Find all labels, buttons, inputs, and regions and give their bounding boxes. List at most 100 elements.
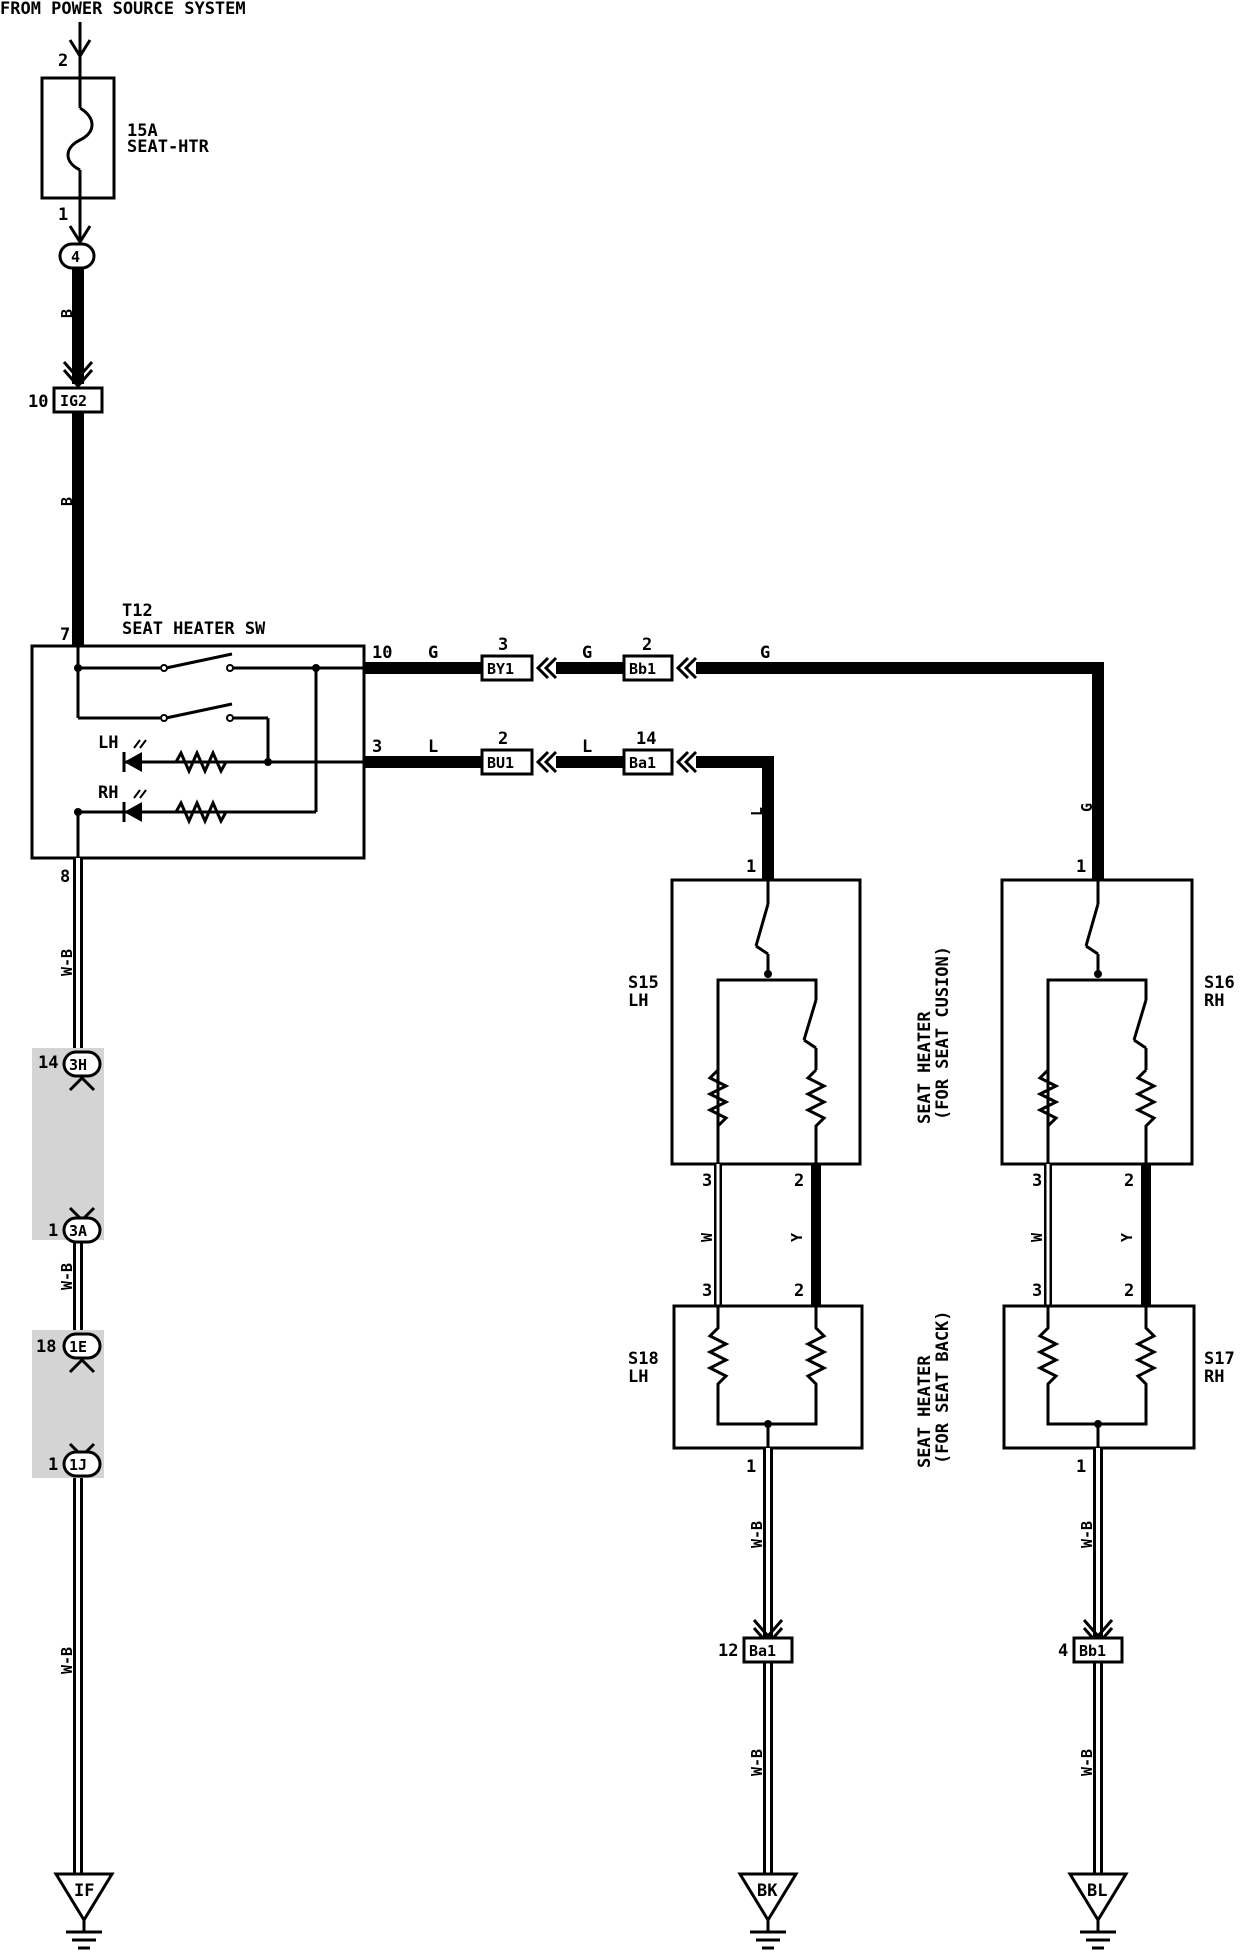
wire-g-label-3: G <box>760 643 770 663</box>
ba1-top-arrow-icon <box>675 750 698 774</box>
wire-wb-lh-label-1: W-B <box>748 1521 766 1548</box>
3h-arrow-icon <box>68 1075 96 1092</box>
switch-contact-4 <box>226 714 234 722</box>
bu1-pin: 2 <box>498 729 508 749</box>
wire-l-label-1: L <box>428 737 438 757</box>
wire-y-lh-label: Y <box>788 1233 806 1242</box>
power-source-label: FROM POWER SOURCE SYSTEM <box>0 0 246 19</box>
s16-internals <box>1036 880 1158 1164</box>
switch-blade-1-icon <box>165 652 233 670</box>
ig2-arrow-icon-2 <box>62 369 94 389</box>
wire-wb-rh-label-1: W-B <box>1078 1521 1096 1548</box>
s18-pin-2: 2 <box>794 1281 804 1301</box>
s16-code: S16 <box>1204 973 1235 993</box>
connector-4-label: 4 <box>71 248 80 266</box>
ig2-pin: 10 <box>28 392 48 412</box>
wire-w-lh-label: W <box>698 1232 716 1242</box>
fuse-pin-out: 1 <box>58 205 68 225</box>
ig2-arrow-icon <box>62 361 94 381</box>
s16-side: RH <box>1204 991 1224 1011</box>
connector-bb1-top <box>622 654 674 682</box>
connector-3a-label: 3A <box>69 1222 87 1240</box>
ground-bk-label: BK <box>757 1881 778 1901</box>
s18-pin-3: 3 <box>702 1281 712 1301</box>
bb1-top-arrow-icon <box>675 656 698 680</box>
s15-pin-1: 1 <box>746 857 756 877</box>
wire-l-label-3: L <box>748 807 766 816</box>
wire-wb-label-1: W-B <box>58 949 76 976</box>
connector-bb1-bottom <box>1072 1636 1124 1664</box>
c1j-pin: 1 <box>48 1455 58 1475</box>
fuse-box <box>40 76 116 200</box>
switch-node-1 <box>74 664 82 672</box>
rh-indicator-led-icon <box>124 802 142 822</box>
connector-bu1-label: BU1 <box>487 754 514 772</box>
switch-pin-3: 3 <box>372 737 382 757</box>
ground-if <box>53 1872 115 1950</box>
s16-node <box>1094 970 1102 978</box>
switch-code: T12 <box>122 601 153 621</box>
bb1-bot-pin: 4 <box>1058 1641 1068 1661</box>
switch-rh-label: RH <box>98 783 118 803</box>
s18-side: LH <box>628 1367 648 1387</box>
switch-lh-label: LH <box>98 733 118 753</box>
back-label-1: SEAT HEATER <box>915 1355 935 1468</box>
connector-ba1-bottom-label: Ba1 <box>749 1642 776 1660</box>
c1e-pin: 18 <box>36 1337 56 1357</box>
switch-pin-8: 8 <box>60 867 70 887</box>
connector-bu1 <box>480 748 534 776</box>
connector-by1-label: BY1 <box>487 660 514 678</box>
connector-bb1-bottom-label: Bb1 <box>1079 1642 1106 1660</box>
rh-resistor-icon <box>174 799 228 825</box>
s17-pin-3: 3 <box>1032 1281 1042 1301</box>
rh-led-rays-icon <box>133 789 147 799</box>
switch-pin-7: 7 <box>60 625 70 645</box>
lh-resistor-icon <box>174 749 228 775</box>
ba1-bot-pin: 12 <box>718 1641 738 1661</box>
switch-name: SEAT HEATER SW <box>122 619 266 639</box>
ground-bl <box>1067 1872 1129 1950</box>
switch-blade-2-icon <box>165 702 233 720</box>
s18-node <box>764 1420 772 1428</box>
s17-side: RH <box>1204 1367 1224 1387</box>
bb1-top-pin: 2 <box>642 635 652 655</box>
connector-bb1-top-label: Bb1 <box>629 660 656 678</box>
wire-wb-lh-label-2: W-B <box>748 1749 766 1776</box>
connector-3h-label: 3H <box>69 1056 87 1074</box>
s15-side: LH <box>628 991 648 1011</box>
s18-code: S18 <box>628 1349 659 1369</box>
switch-contact-2 <box>226 664 234 672</box>
1e-arrow-icon <box>68 1357 96 1374</box>
ground-bk <box>737 1872 799 1950</box>
s16-pin-1: 1 <box>1076 857 1086 877</box>
c3h-pin: 14 <box>38 1053 58 1073</box>
s17-node <box>1094 1420 1102 1428</box>
lh-led-rays-icon <box>133 739 147 749</box>
switch-node-3 <box>264 758 272 766</box>
ground-bl-label: BL <box>1087 1881 1107 1901</box>
s15-internals <box>706 880 828 1164</box>
by1-pin: 3 <box>498 635 508 655</box>
junction-shade-1 <box>32 1048 104 1240</box>
wire-l-3 <box>696 756 774 880</box>
connector-ba1-top-label: Ba1 <box>629 754 656 772</box>
connector-by1 <box>480 654 534 682</box>
ground-if-label: IF <box>74 1881 94 1901</box>
connector-ba1-top <box>622 748 674 776</box>
ba1-top-pin: 14 <box>636 729 656 749</box>
connector-ig2 <box>52 386 104 414</box>
fuse-rating: 15A <box>127 121 158 141</box>
wire-g-3 <box>696 662 1104 880</box>
fuse-icon <box>66 106 94 172</box>
s16-pin-3: 3 <box>1032 1171 1042 1191</box>
s17-code: S17 <box>1204 1349 1235 1369</box>
wire-wb-label-3: W-B <box>58 1647 76 1674</box>
connector-ba1-bottom <box>742 1636 794 1664</box>
fuse-pin-in: 2 <box>58 51 68 71</box>
back-label-2: (FOR SEAT BACK) <box>933 1310 953 1464</box>
fuse-out-arrow-icon <box>68 225 92 245</box>
connector-1e-label: 1E <box>69 1338 87 1356</box>
wire-l-label-2: L <box>582 737 592 757</box>
wire-wb-label-2: W-B <box>58 1263 76 1290</box>
s15-code: S15 <box>628 973 659 993</box>
